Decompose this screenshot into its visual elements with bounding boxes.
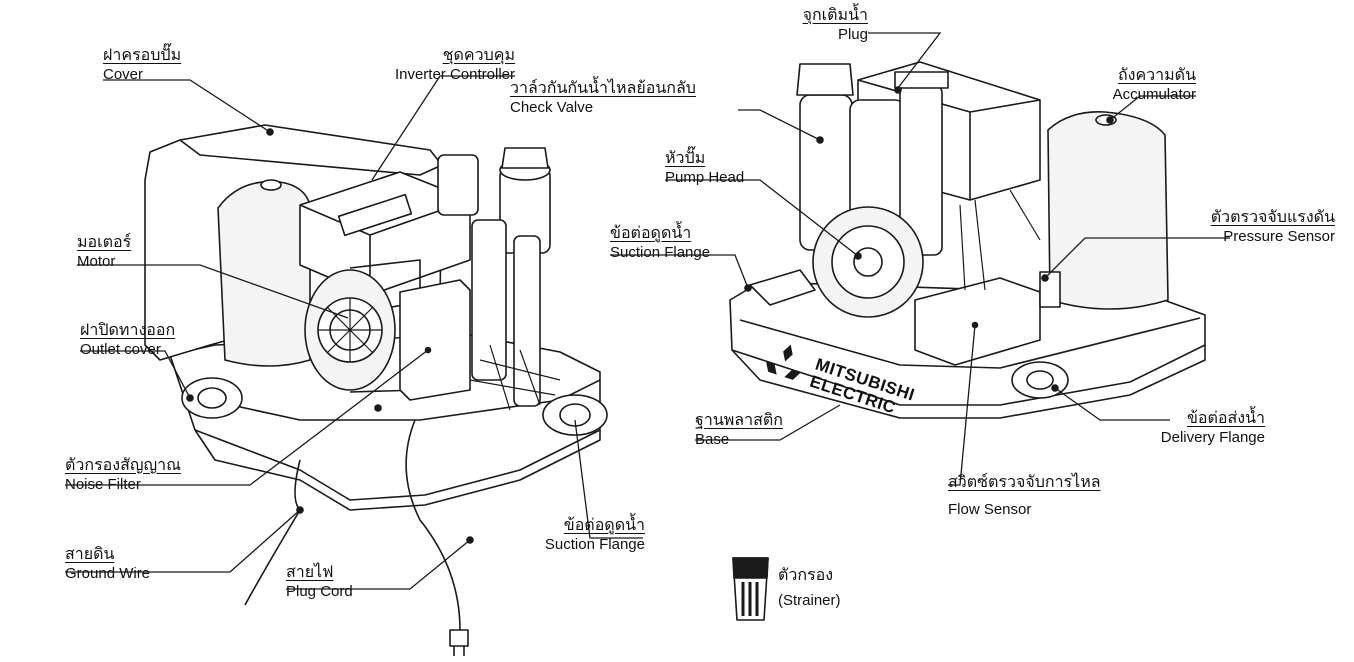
label-suction-flange-right-en: Suction Flange (610, 244, 711, 261)
label-noise-filter-th: ตัวกรองสัญญาณ (65, 455, 181, 474)
label-strainer-en: (Strainer) (778, 592, 841, 609)
label-suction-flange-right-th: ข้อต่อดูดน้ำ (610, 223, 692, 242)
label-noise-filter-en: Noise Filter (65, 476, 141, 493)
label-flow-sensor: สวิตซ์ตรวจจับการไหล Flow Sensor (948, 472, 1101, 520)
label-delivery-flange-en: Delivery Flange (1160, 429, 1265, 446)
label-base-th: ฐานพลาสติก (695, 410, 783, 429)
label-inverter-controller-th: ชุดควบคุม (442, 45, 515, 64)
label-suction-flange-left: ข้อต่อดูดน้ำ Suction Flange (500, 515, 645, 555)
label-motor: มอเตอร์ Motor (77, 232, 131, 272)
left-pump-illustration (144, 124, 608, 511)
label-base: ฐานพลาสติก Base (695, 410, 783, 450)
label-accumulator-en: Accumulator (1112, 86, 1196, 103)
label-pump-head-en: Pump Head (665, 169, 745, 186)
label-ground-wire-en: Ground Wire (65, 565, 151, 582)
label-cover-th: ฝาครอบปั๊ม (103, 45, 182, 64)
label-delivery-flange: ข้อต่อส่งน้ำ Delivery Flange (1130, 408, 1265, 448)
label-pump-head-th: หัวปั๊ม (665, 148, 706, 167)
label-plug-th: จุกเติมน้ำ (802, 5, 868, 24)
label-check-valve: วาล์วกันกันน้ำไหลย้อนกลับ Check Valve (510, 78, 696, 118)
label-plug-cord-en: Plug Cord (286, 583, 353, 600)
label-suction-flange-right: ข้อต่อดูดน้ำ Suction Flange (610, 223, 710, 263)
label-pump-head: หัวปั๊ม Pump Head (665, 148, 744, 188)
label-plug-en: Plug (837, 26, 868, 43)
label-base-en: Base (695, 431, 730, 448)
label-accumulator-th: ถังความดัน (1117, 65, 1196, 84)
label-delivery-flange-th: ข้อต่อส่งน้ำ (1186, 408, 1265, 427)
label-ground-wire-th: สายดิน (65, 544, 115, 563)
label-accumulator: ถังความดัน Accumulator (1080, 65, 1196, 105)
label-inverter-controller: ชุดควบคุม Inverter Controller (325, 45, 515, 85)
label-outlet-cover-th: ฝาปิดทางออก (80, 320, 176, 339)
label-pressure-sensor-en: Pressure Sensor (1223, 228, 1335, 245)
label-check-valve-en: Check Valve (510, 99, 594, 116)
label-suction-flange-left-th: ข้อต่อดูดน้ำ (563, 515, 645, 534)
label-plug-cord: สายไฟ Plug Cord (286, 562, 353, 602)
label-cover-en: Cover (103, 66, 144, 83)
label-plug-cord-th: สายไฟ (286, 562, 334, 581)
label-outlet-cover: ฝาปิดทางออก Outlet cover (80, 320, 175, 360)
label-outlet-cover-en: Outlet cover (80, 341, 161, 358)
label-inverter-controller-en: Inverter Controller (394, 66, 515, 83)
label-pressure-sensor: ตัวตรวจจับแรงดัน Pressure Sensor (1120, 207, 1335, 247)
label-flow-sensor-en: Flow Sensor (948, 501, 1032, 518)
label-suction-flange-left-en: Suction Flange (544, 536, 645, 553)
label-plug: จุกเติมน้ำ Plug (760, 5, 868, 45)
label-noise-filter: ตัวกรองสัญญาณ Noise Filter (65, 455, 181, 495)
label-ground-wire: สายดิน Ground Wire (65, 544, 150, 584)
label-check-valve-th: วาล์วกันกันน้ำไหลย้อนกลับ (510, 78, 696, 97)
label-motor-en: Motor (77, 253, 116, 270)
right-pump-illustration (729, 61, 1206, 419)
label-pressure-sensor-th: ตัวตรวจจับแรงดัน (1210, 207, 1335, 226)
label-strainer: ตัวกรอง (Strainer) (778, 565, 841, 611)
label-strainer-th: ตัวกรอง (778, 565, 834, 584)
label-cover: ฝาครอบปั๊ม Cover (103, 45, 181, 85)
strainer-illustration (732, 557, 769, 621)
label-motor-th: มอเตอร์ (77, 232, 132, 251)
label-flow-sensor-th: สวิตซ์ตรวจจับการไหล (948, 472, 1101, 491)
